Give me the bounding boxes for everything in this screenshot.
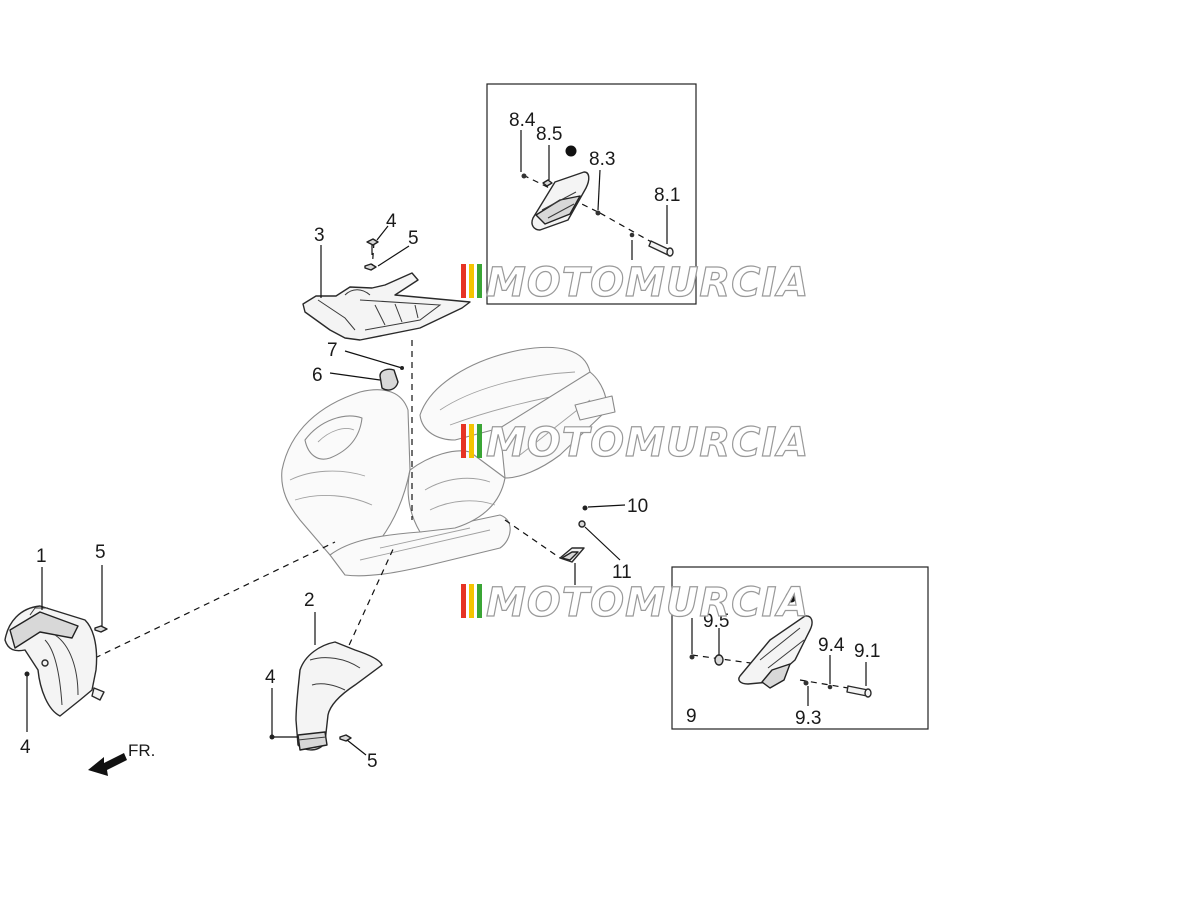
callout-5-left: 5 [95, 542, 106, 563]
front-direction-label: FR. [128, 741, 155, 760]
watermark-3: MOTOMURCIA [461, 579, 809, 627]
watermark-stripe-green [477, 584, 482, 618]
watermark-stripe-yellow [469, 584, 474, 618]
callout-4-top: 4 [386, 211, 397, 232]
watermark-2: MOTOMURCIA [461, 419, 809, 467]
callout-5-top: 5 [408, 228, 419, 249]
callout-4-mid: 4 [265, 667, 276, 688]
callout-10: 10 [627, 496, 648, 517]
callout-9-1: 9.1 [854, 641, 880, 662]
watermark-text: MOTOMURCIA [486, 420, 809, 466]
callout-9-4: 9.4 [818, 635, 845, 656]
callout-8-1: 8.1 [654, 185, 680, 206]
callout-1: 1 [36, 546, 47, 567]
callout-9: 9 [686, 706, 697, 727]
callout-5-mid: 5 [367, 751, 378, 772]
detail-box-8: 8.4 8.5 8.3 8.1 [486, 83, 697, 305]
callout-3: 3 [314, 225, 325, 246]
watermark-stripe-red [461, 424, 466, 458]
front-direction-indicator: FR. [88, 741, 155, 776]
callout-7: 7 [327, 340, 338, 361]
callout-6: 6 [312, 365, 323, 386]
assembly-lines [94, 174, 861, 691]
watermark-stripe-green [477, 424, 482, 458]
watermark-stripe-yellow [469, 264, 474, 298]
watermark-stripe-green [477, 264, 482, 298]
parts-10-11-group: 10 11 [559, 496, 648, 585]
callout-11: 11 [612, 562, 632, 583]
watermark-text: MOTOMURCIA [486, 260, 809, 306]
callout-9-3: 9.3 [795, 708, 821, 729]
detail-box-9: 9 9.5 9.4 9.1 9.3 [671, 566, 929, 730]
watermark-1: MOTOMURCIA [461, 259, 809, 307]
watermark-text: MOTOMURCIA [486, 580, 809, 626]
watermark-stripe-yellow [469, 424, 474, 458]
watermark-stripe-red [461, 584, 466, 618]
parts-6-7-group: 7 6 [312, 340, 404, 391]
part-3-group: 3 4 5 [302, 211, 471, 341]
callout-4-left: 4 [20, 737, 31, 758]
callout-8-4: 8.4 [509, 110, 536, 131]
callout-8-5: 8.5 [536, 124, 562, 145]
part-1-group: 1 5 4 [4, 542, 108, 758]
watermark-stripe-red [461, 264, 466, 298]
scooter-body [281, 346, 616, 577]
front-arrow-icon [88, 753, 127, 776]
callout-8-3: 8.3 [589, 149, 615, 170]
callout-9-5: 9.5 [703, 611, 729, 632]
part-2-group: 2 4 5 [265, 590, 383, 772]
callout-2: 2 [304, 590, 315, 611]
